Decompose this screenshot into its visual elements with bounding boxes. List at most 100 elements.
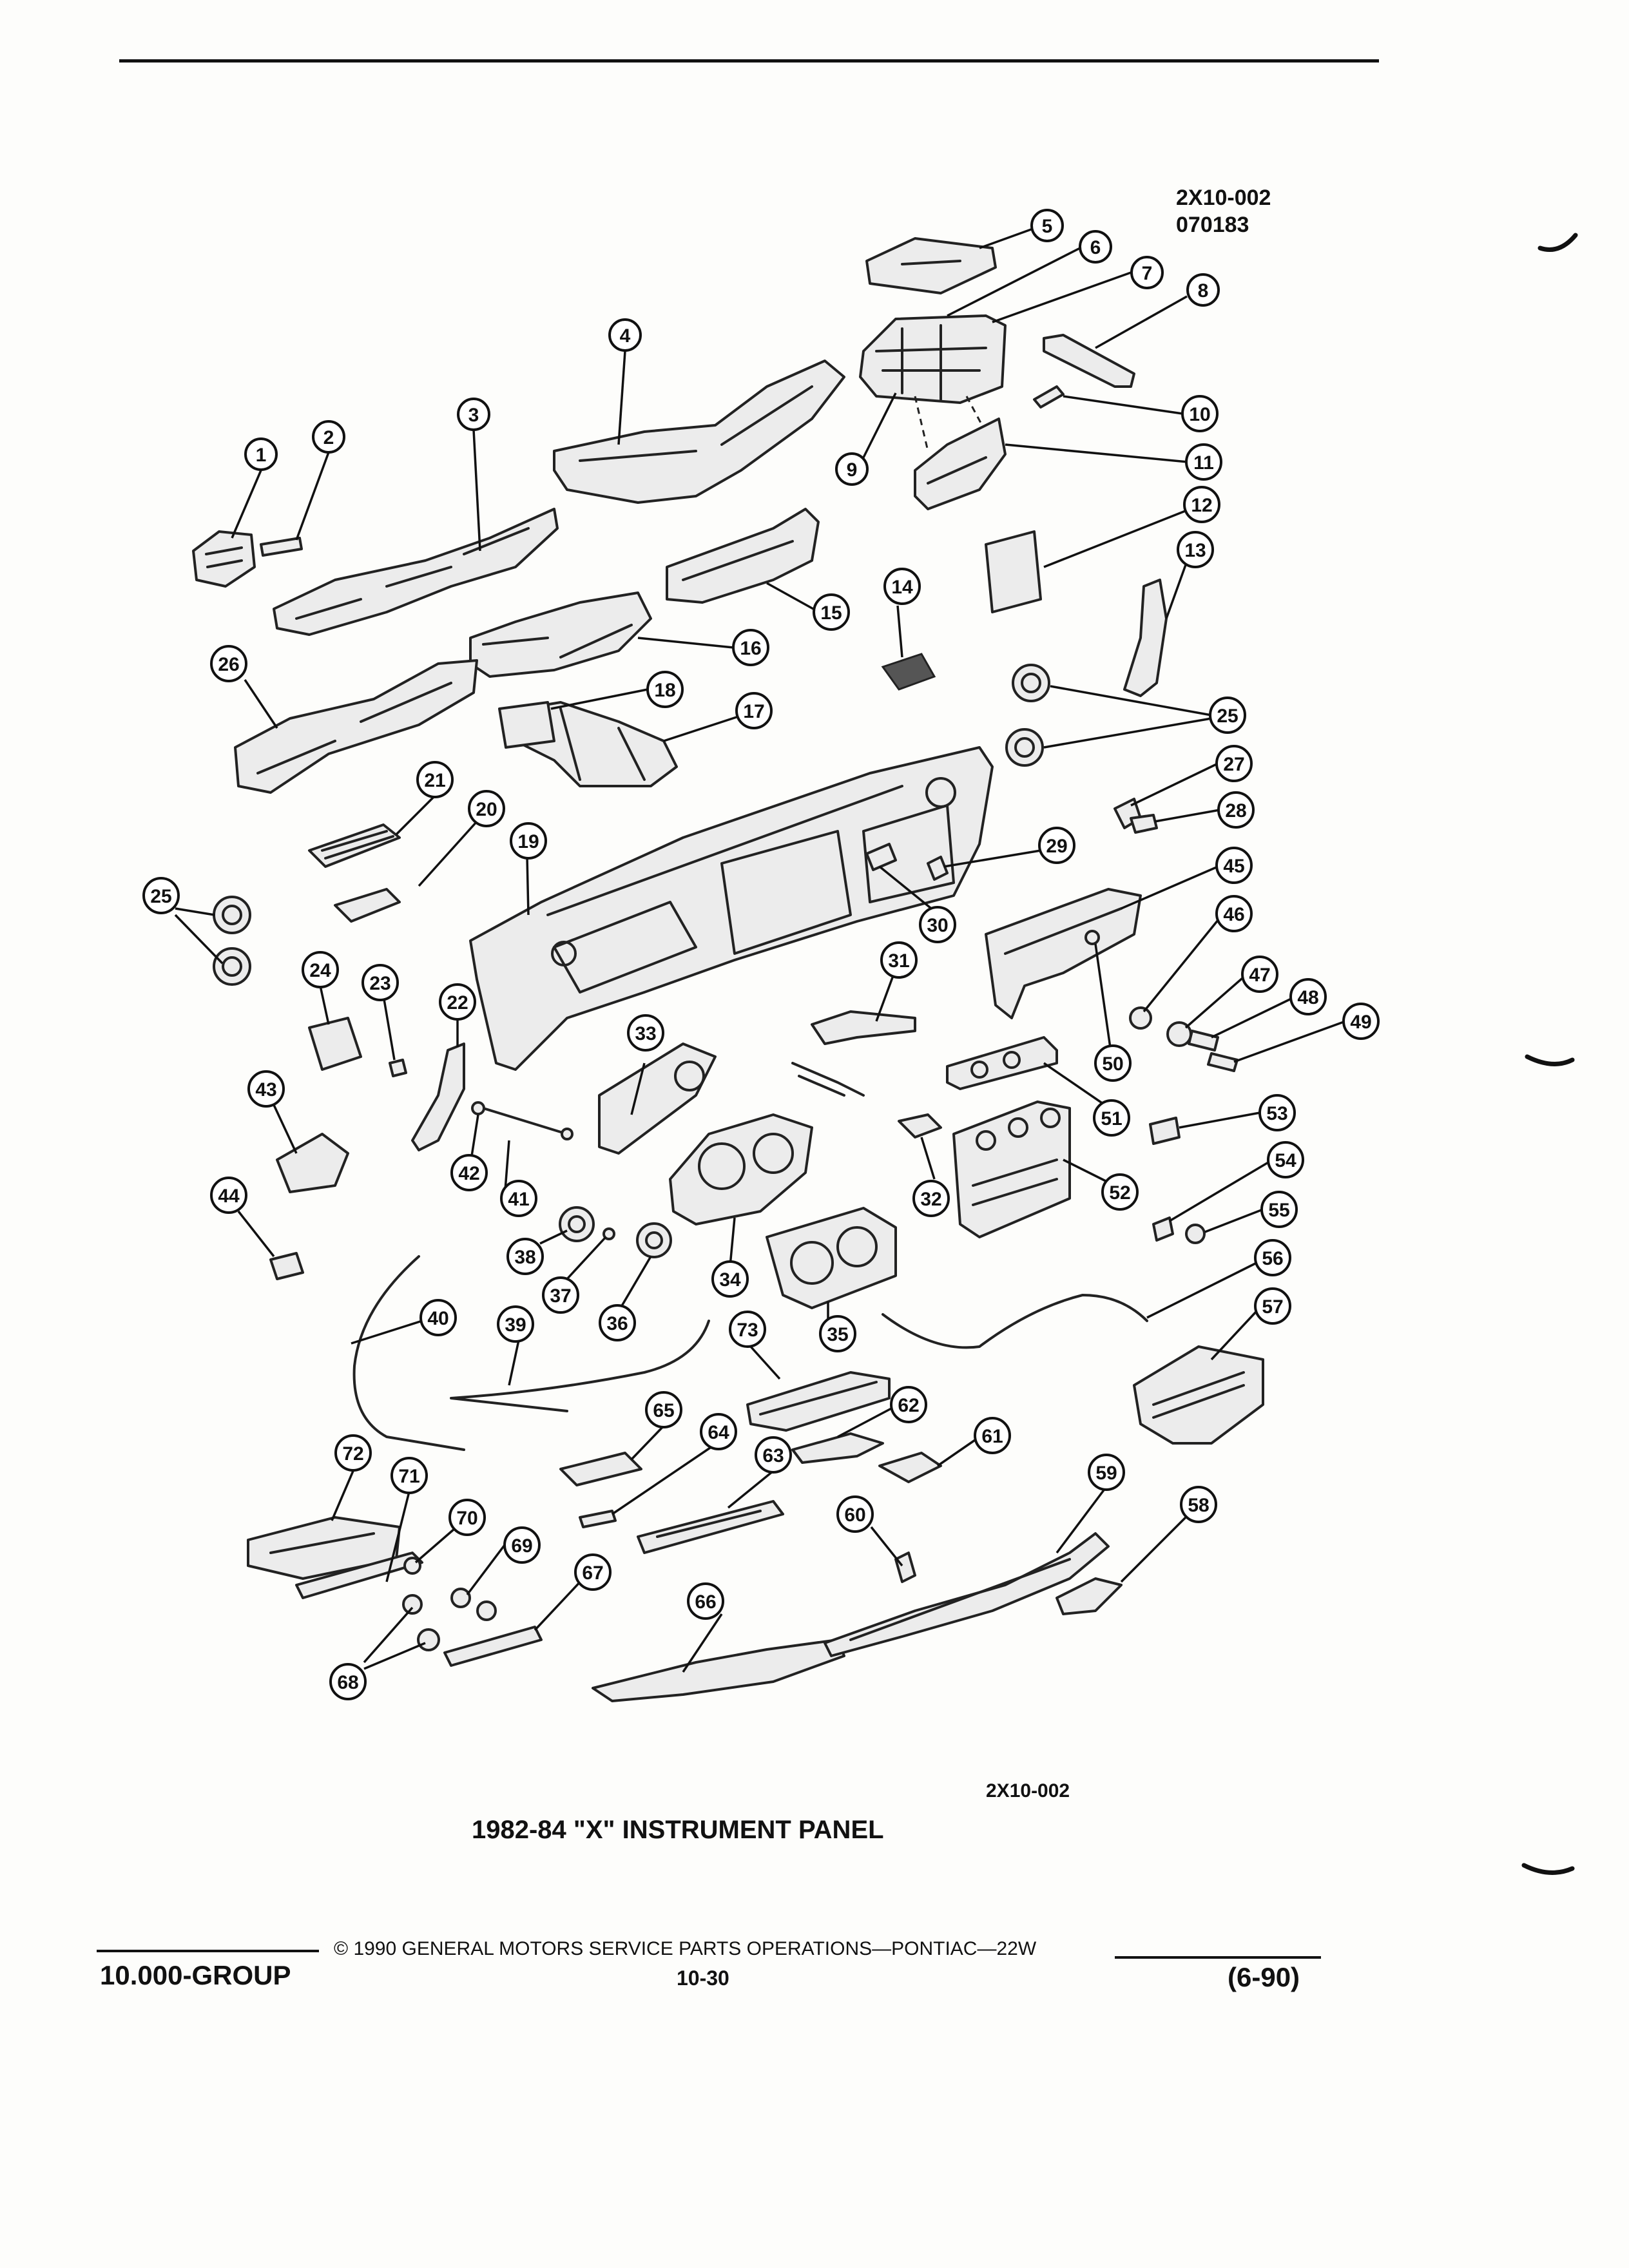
svg-text:69: 69 [511, 1535, 532, 1557]
callout-4: 4 [608, 318, 642, 352]
margin-mark-bottom [1521, 1863, 1575, 1875]
part-16-duct [469, 591, 652, 678]
callout-62: 62 [890, 1386, 927, 1423]
footer-copyright: © 1990 GENERAL MOTORS SERVICE PARTS OPER… [334, 1938, 1037, 1959]
svg-text:70: 70 [456, 1508, 477, 1529]
callout-34: 34 [711, 1260, 749, 1298]
callout-35: 35 [819, 1315, 856, 1352]
callout-1: 1 [244, 437, 278, 471]
part-60-bracket [894, 1552, 916, 1583]
callout-68: 68 [329, 1663, 367, 1700]
callout-66: 66 [687, 1582, 724, 1620]
callout-18: 18 [646, 671, 684, 708]
callout-14: 14 [883, 568, 921, 605]
part-57-control [1133, 1345, 1264, 1445]
svg-text:61: 61 [981, 1426, 1003, 1447]
svg-text:2: 2 [323, 427, 334, 448]
part-32-connector [898, 1113, 942, 1139]
part-3-duct [273, 508, 559, 636]
svg-text:22: 22 [447, 992, 468, 1014]
part-10-pin [1033, 385, 1065, 408]
callout-60: 60 [836, 1495, 874, 1533]
callout-26: 26 [210, 645, 247, 682]
part-13-trim [1123, 579, 1168, 697]
svg-text:24: 24 [309, 960, 331, 981]
svg-text:73: 73 [737, 1320, 758, 1341]
svg-text:7: 7 [1142, 263, 1153, 284]
svg-text:46: 46 [1223, 904, 1244, 925]
part-4-defroster-duct [553, 360, 845, 504]
svg-text:3: 3 [468, 405, 479, 426]
callout-25-right: 25 [1209, 697, 1246, 734]
part-49-lighter-element [1207, 1052, 1239, 1072]
part-41-rod [482, 1107, 568, 1135]
svg-text:17: 17 [743, 701, 764, 722]
callout-11: 11 [1185, 443, 1222, 481]
part-52-bezel [952, 1100, 1071, 1238]
callout-6: 6 [1079, 230, 1112, 264]
callout-59: 59 [1088, 1454, 1125, 1491]
callout-38: 38 [506, 1238, 544, 1275]
svg-text:14: 14 [891, 577, 913, 598]
callout-50: 50 [1094, 1044, 1132, 1082]
callout-21: 21 [416, 761, 454, 798]
part-11-housing [914, 418, 1007, 510]
part-20-panel [334, 888, 401, 923]
svg-text:47: 47 [1249, 965, 1270, 986]
part-58-bracket [1055, 1577, 1123, 1615]
callout-20: 20 [468, 790, 505, 827]
callout-42: 42 [450, 1154, 488, 1191]
svg-text:57: 57 [1262, 1296, 1283, 1318]
svg-text:43: 43 [255, 1079, 276, 1100]
svg-text:58: 58 [1188, 1495, 1209, 1516]
leader-lines [174, 227, 1346, 1673]
svg-text:71: 71 [398, 1466, 419, 1487]
svg-text:1: 1 [256, 445, 267, 466]
part-6-7-control-assembly [859, 314, 1007, 404]
part-19-instrument-panel [469, 746, 994, 1071]
footer-revision: (6-90) [1228, 1962, 1300, 1992]
callout-64: 64 [700, 1413, 737, 1450]
figure-code: 2X10-002 [1176, 186, 1271, 210]
callout-27: 27 [1215, 745, 1253, 782]
callout-bubbles: 1 2 3 4 5 6 7 8 9 10 11 12 13 14 15 16 1… [142, 209, 1380, 1700]
part-22-trim [411, 1043, 465, 1151]
svg-text:20: 20 [476, 799, 497, 820]
svg-text:56: 56 [1262, 1248, 1283, 1269]
svg-text:72: 72 [342, 1443, 363, 1465]
callout-71: 71 [390, 1457, 428, 1494]
svg-text:53: 53 [1266, 1103, 1287, 1124]
svg-text:59: 59 [1095, 1463, 1117, 1484]
part-39-cable [450, 1320, 710, 1412]
callout-47: 47 [1241, 956, 1278, 993]
callout-73: 73 [729, 1311, 766, 1348]
callout-8: 8 [1186, 273, 1220, 307]
svg-text:40: 40 [427, 1308, 448, 1329]
svg-text:54: 54 [1275, 1150, 1296, 1171]
callout-19: 19 [510, 822, 547, 860]
svg-text:10: 10 [1189, 404, 1210, 425]
part-67-bezel [443, 1626, 543, 1667]
part-25-knob-left-upper [213, 896, 251, 934]
svg-text:32: 32 [920, 1189, 941, 1210]
callout-17: 17 [735, 692, 773, 729]
callout-24: 24 [302, 951, 339, 988]
callout-13: 13 [1177, 531, 1214, 568]
svg-text:26: 26 [218, 654, 239, 675]
callout-28: 28 [1217, 791, 1255, 829]
header-rule [119, 59, 1379, 62]
callout-58: 58 [1180, 1486, 1217, 1523]
callout-9: 9 [835, 452, 869, 486]
callout-39: 39 [497, 1305, 534, 1343]
svg-text:50: 50 [1102, 1053, 1123, 1075]
margin-mark-middle [1525, 1054, 1575, 1066]
figure-title: 1982-84 "X" INSTRUMENT PANEL [472, 1816, 884, 1844]
svg-text:51: 51 [1101, 1108, 1122, 1129]
callout-2: 2 [312, 420, 345, 454]
svg-text:67: 67 [582, 1562, 603, 1584]
svg-text:39: 39 [505, 1314, 526, 1336]
svg-text:44: 44 [218, 1186, 240, 1207]
callout-72: 72 [334, 1434, 372, 1472]
part-25-knob-upper [1012, 664, 1050, 702]
